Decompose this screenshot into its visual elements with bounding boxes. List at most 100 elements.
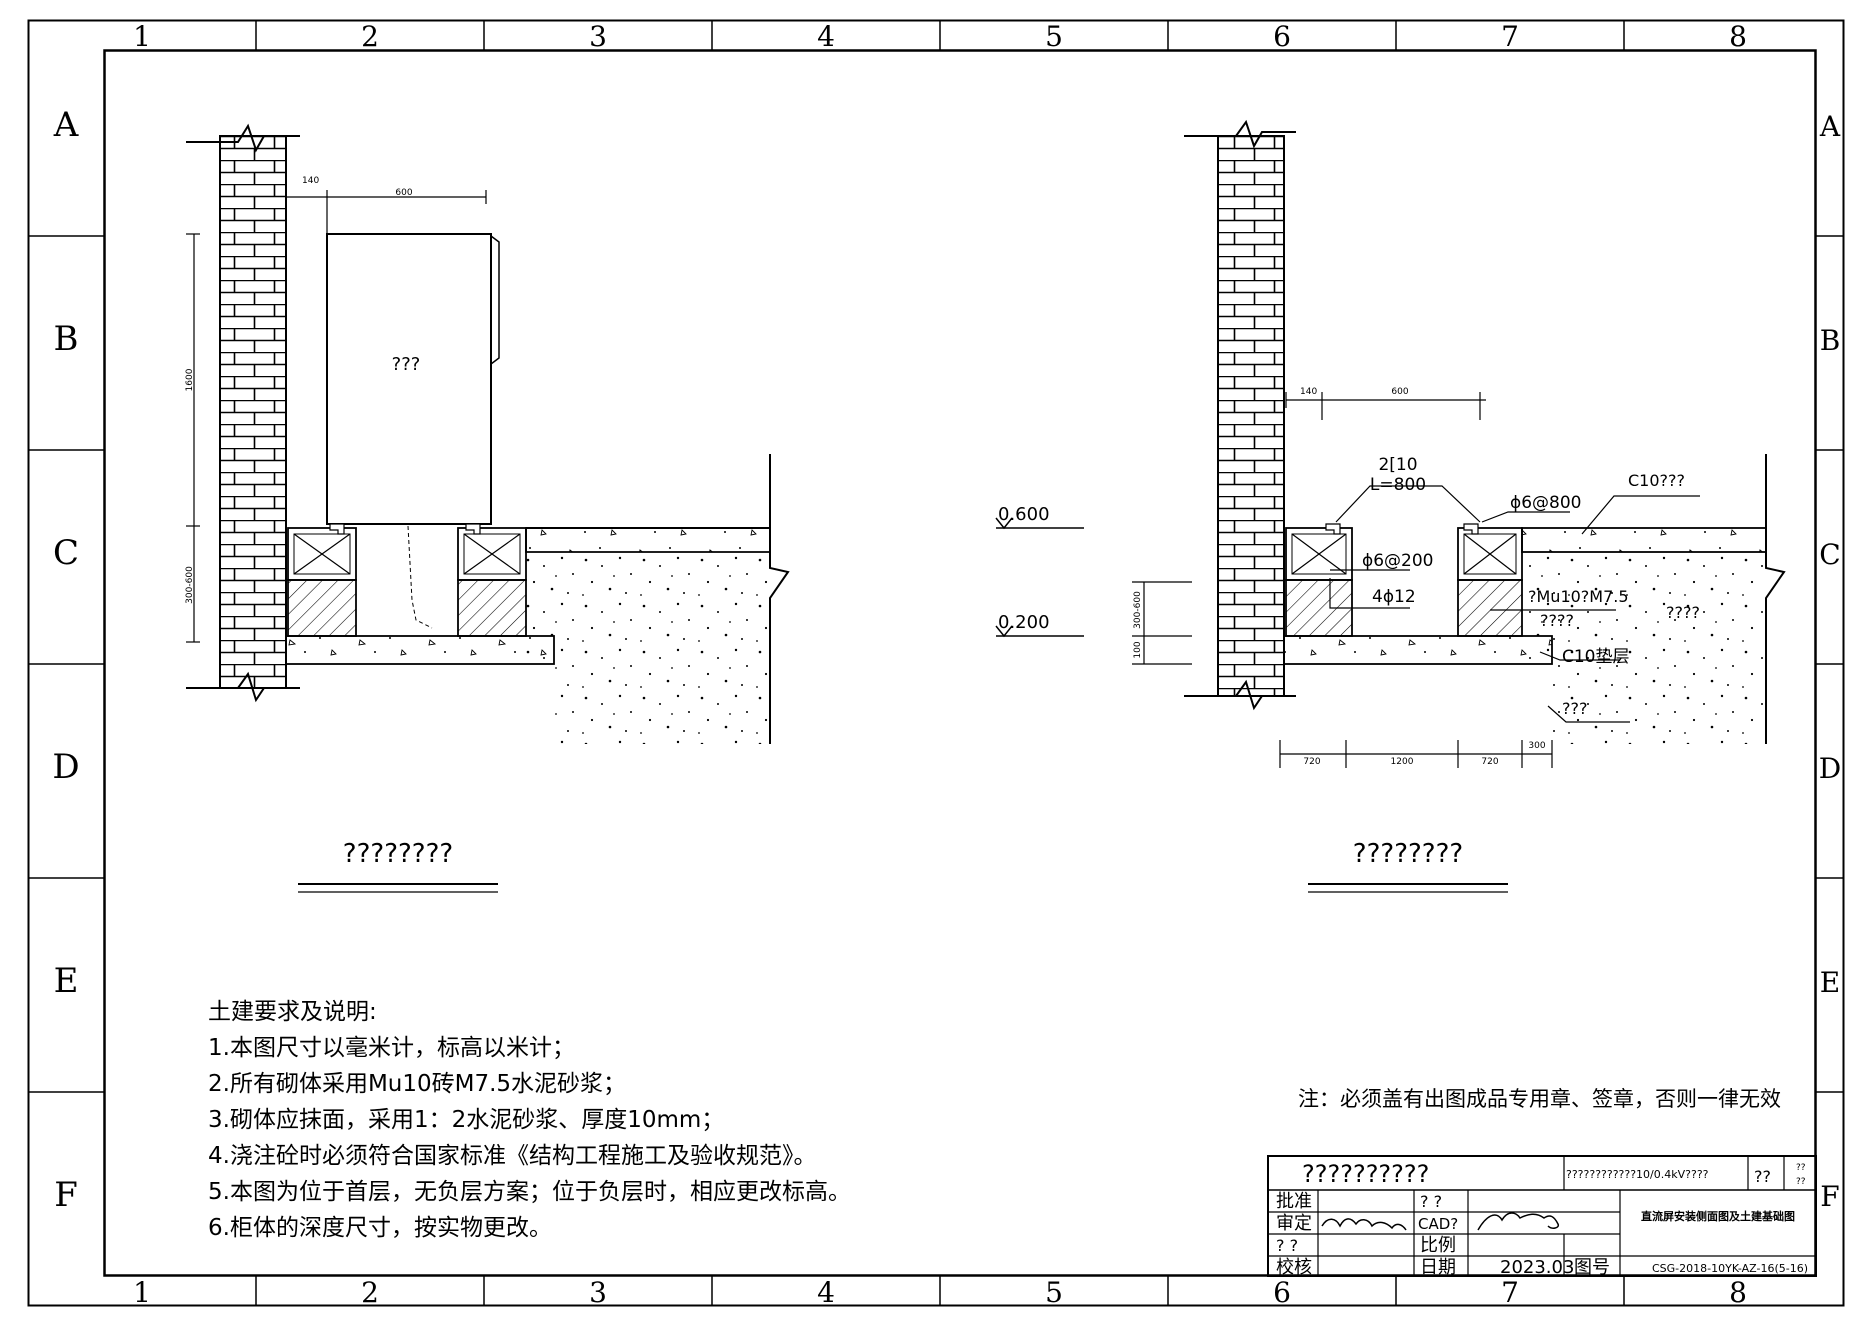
note-item-1: 1.本图尺寸以毫米计，标高以米计；	[208, 1035, 575, 1061]
elevation-upper: 0.600	[998, 504, 1050, 525]
grid-col-top-3: 3	[589, 20, 607, 53]
grid-col-bottom-7: 7	[1501, 1276, 1519, 1309]
right-cushion-label: C10垫层	[1562, 647, 1630, 667]
grid-col-bottom-4: 4	[817, 1276, 835, 1309]
grid-col-bottom-6: 6	[1273, 1276, 1291, 1309]
right-view-title: ????????	[1353, 839, 1463, 869]
tb-row-label-1: 批准	[1276, 1191, 1312, 1212]
right-floor-slab	[1521, 527, 1767, 553]
note-item-2: 2.所有砌体采用Mu10砖M7.5水泥砂浆；	[208, 1071, 627, 1097]
right-left-dimensions	[1132, 581, 1192, 665]
left-channel-box-1	[287, 523, 357, 581]
left-brick-wall	[219, 135, 287, 689]
elevation-markers	[995, 517, 1084, 638]
tb-mid-label-3: 比例	[1420, 1235, 1456, 1256]
left-hatched-masonry-1	[287, 579, 357, 637]
right-hatched-masonry-2	[1457, 579, 1523, 637]
right-bars-label: 4ϕ12	[1372, 587, 1416, 607]
left-soil-edge	[769, 454, 790, 744]
note-item-4: 4.浇注砼时必须符合国家标准《结构工程施工及验收规范》。	[208, 1143, 817, 1169]
left-cabinet	[326, 233, 492, 525]
right-top-dimensions	[1285, 392, 1486, 420]
right-channel-box-2	[1457, 523, 1523, 581]
title-block	[1267, 1155, 1817, 1277]
right-soil	[1522, 552, 1766, 744]
grid-row-right-A: A	[1819, 110, 1841, 143]
grid-col-top-6: 6	[1273, 20, 1291, 53]
title-block-text: ?????????? ????????????10/0.4kV???? ?? ?…	[1276, 1160, 1808, 1278]
right-bottom-dim-1: 720	[1303, 757, 1320, 767]
stamp-note: 注：必须盖有出图成品专用章、签章，否则一律无效	[1298, 1087, 1781, 1111]
grid-col-bottom-3: 3	[589, 1276, 607, 1309]
tb-row-label-2: 审定	[1276, 1213, 1312, 1234]
grid-row-right-F: F	[1820, 1180, 1839, 1213]
grid-row-left-F: F	[54, 1175, 78, 1215]
right-bottom-dim-2: 1200	[1391, 757, 1414, 767]
grid-row-left-A: A	[53, 105, 79, 145]
grid-col-bottom-1: 1	[133, 1276, 151, 1309]
right-bottom-dim-3: 720	[1481, 757, 1498, 767]
left-dim-300-600: 300-600	[185, 566, 195, 604]
notes-heading: 土建要求及说明:	[208, 999, 377, 1025]
grid-col-bottom-8: 8	[1729, 1276, 1747, 1309]
right-soil-label: ???	[1562, 699, 1587, 718]
right-dim-300-600: 300-600	[1133, 591, 1143, 629]
tb-mid-label-4: 日期	[1420, 1257, 1456, 1278]
signature-drafter	[1477, 1212, 1560, 1231]
right-dim-600: 600	[1391, 387, 1408, 397]
grid-row-right-D: D	[1819, 752, 1841, 785]
tb-drawing-no-label: 图号	[1574, 1257, 1610, 1278]
right-dim-100: 100	[1133, 641, 1143, 658]
right-masonry-sub-label: ????	[1540, 611, 1574, 630]
right-leader-lines	[1329, 485, 1700, 723]
tb-project: ????????????10/0.4kV????	[1566, 1168, 1709, 1181]
grid-row-left-C: C	[53, 533, 79, 573]
tb-stage-small-2: ??	[1796, 1177, 1806, 1187]
grid-row-left-D: D	[52, 747, 79, 787]
tb-row-label-3: ? ?	[1276, 1236, 1298, 1255]
right-fill-label: ????	[1666, 603, 1700, 622]
signature-approver	[1321, 1218, 1407, 1231]
tb-stage-small-1: ??	[1796, 1163, 1806, 1173]
elevation-lower: 0.200	[998, 612, 1050, 633]
tb-stage: ??	[1754, 1167, 1771, 1186]
grid-col-top-7: 7	[1501, 20, 1519, 53]
note-item-6: 6.柜体的深度尺寸，按实物更改。	[208, 1215, 552, 1241]
left-foundation-cushion	[285, 635, 555, 665]
right-dim-140: 140	[1300, 387, 1317, 397]
drawing-frame	[27, 19, 1845, 1307]
grid-col-top-8: 8	[1729, 20, 1747, 53]
left-view-title: ????????	[343, 839, 453, 869]
grid-col-top-5: 5	[1045, 20, 1063, 53]
grid-row-right-C: C	[1819, 538, 1840, 571]
tb-drawing-no: CSG-2018-10YK-AZ-16(5-16)	[1652, 1262, 1808, 1275]
grid-col-top-1: 1	[133, 20, 151, 53]
right-foundation-cushion	[1283, 635, 1553, 665]
grid-col-top-4: 4	[817, 20, 835, 53]
left-channel-box-2	[457, 523, 527, 581]
grid-col-bottom-5: 5	[1045, 1276, 1063, 1309]
right-stirrup-label: ϕ6@200	[1362, 551, 1433, 571]
right-soil-edge	[1765, 454, 1786, 744]
tb-company: ??????????	[1302, 1160, 1429, 1188]
tb-drawing-title: 直流屏安装侧面图及土建基础图	[1641, 1209, 1795, 1223]
left-wall-break-bottom	[186, 671, 300, 703]
grid-row-left-E: E	[54, 961, 79, 1001]
grid-row-right-B: B	[1820, 324, 1841, 357]
tb-mid-label-2: CAD?	[1418, 1215, 1458, 1233]
left-cabinet-door-edge	[490, 235, 500, 365]
left-wall-break-top	[186, 123, 300, 153]
left-floor-slab	[525, 527, 771, 553]
left-dim-140: 140	[302, 176, 319, 186]
right-wall-break-top	[1184, 119, 1296, 149]
grid-col-bottom-2: 2	[361, 1276, 379, 1309]
right-brick-wall	[1217, 135, 1285, 697]
left-dim-600: 600	[395, 188, 412, 198]
left-cable-trench	[407, 525, 433, 629]
right-rebar-top-label: ϕ6@800	[1510, 493, 1581, 513]
left-soil	[526, 552, 770, 744]
tb-date: 2023.03	[1500, 1257, 1574, 1278]
right-masonry-label: ?Mu10?M7.5	[1528, 587, 1629, 606]
left-dim-1600: 1600	[185, 368, 195, 391]
right-bottom-dim-4: 300	[1528, 741, 1545, 751]
